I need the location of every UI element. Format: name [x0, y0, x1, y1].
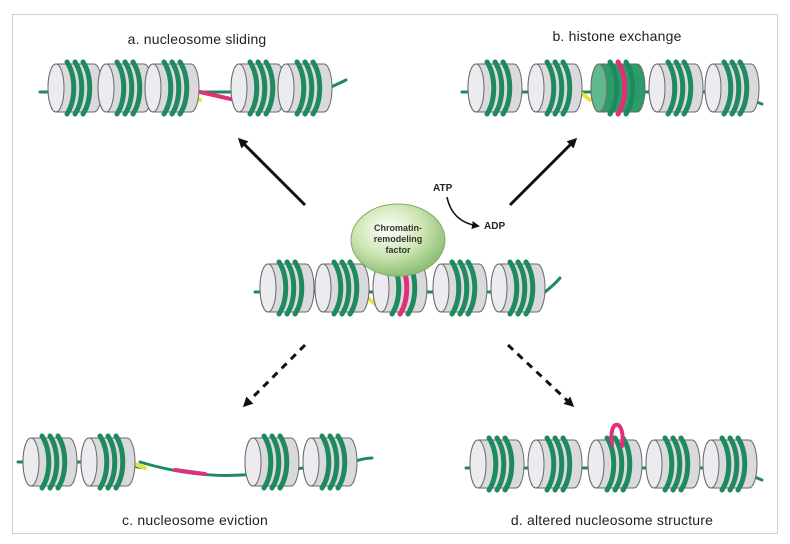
factor-line-3: factor: [385, 245, 411, 255]
remodeling-factor-label: Chromatin- remodeling factor: [358, 223, 438, 256]
nucleosome-center-1: [259, 259, 315, 317]
nucleosome-b-5: [704, 59, 760, 117]
factor-line-2: remodeling: [373, 234, 423, 244]
atp-label: ATP: [433, 183, 453, 194]
nucleosome-c-4: [302, 433, 358, 491]
nucleosome-b-4: [648, 59, 704, 117]
nucleosome-d-2: [527, 435, 583, 493]
nucleosome-d-4: [645, 435, 701, 493]
nucleosome-center-5: [490, 259, 546, 317]
arrow-to-altered: [506, 343, 575, 408]
dna-center-right: [543, 276, 562, 294]
nucleosome-center-3: [372, 259, 428, 317]
arrow-to-eviction: [242, 343, 307, 408]
nucleosome-b-variant: [590, 59, 646, 117]
arrow-to-exchange: [508, 137, 578, 207]
label-altered-nucleosome-structure: d. altered nucleosome structure: [510, 512, 714, 528]
remodeling-factor-blob: [350, 203, 446, 277]
nucleosome-a-5: [277, 59, 333, 117]
nucleosome-d-5: [702, 435, 758, 493]
dna-a-pink: [198, 90, 237, 102]
nucleosome-c-1: [22, 433, 78, 491]
nucleosome-a-4: [230, 59, 286, 117]
nucleosome-b-1: [467, 59, 523, 117]
label-histone-exchange: b. histone exchange: [552, 28, 682, 44]
nucleosome-c-3: [244, 433, 300, 491]
label-nucleosome-sliding: a. nucleosome sliding: [127, 31, 267, 47]
nucleosome-a-2: [97, 59, 153, 117]
figure-frame: [12, 14, 778, 534]
nucleosome-layer: [22, 59, 760, 493]
nucleosome-center-2: [314, 259, 370, 317]
nucleosome-d-altered: [587, 422, 643, 493]
adp-label: ADP: [484, 221, 506, 232]
nucleosome-b-2: [527, 59, 583, 117]
nucleosome-d-1: [469, 435, 525, 493]
arrow-to-sliding: [237, 137, 307, 207]
label-nucleosome-eviction: c. nucleosome eviction: [121, 512, 269, 528]
nucleosome-a-1: [47, 59, 103, 117]
factor-line-1: Chromatin-: [374, 223, 422, 233]
nucleosome-c-2: [80, 433, 136, 491]
nucleosome-center-4: [432, 259, 488, 317]
atp-adp-arrow: [446, 196, 480, 230]
dna-c-pink: [173, 468, 207, 476]
nucleosome-a-3: [144, 59, 200, 117]
